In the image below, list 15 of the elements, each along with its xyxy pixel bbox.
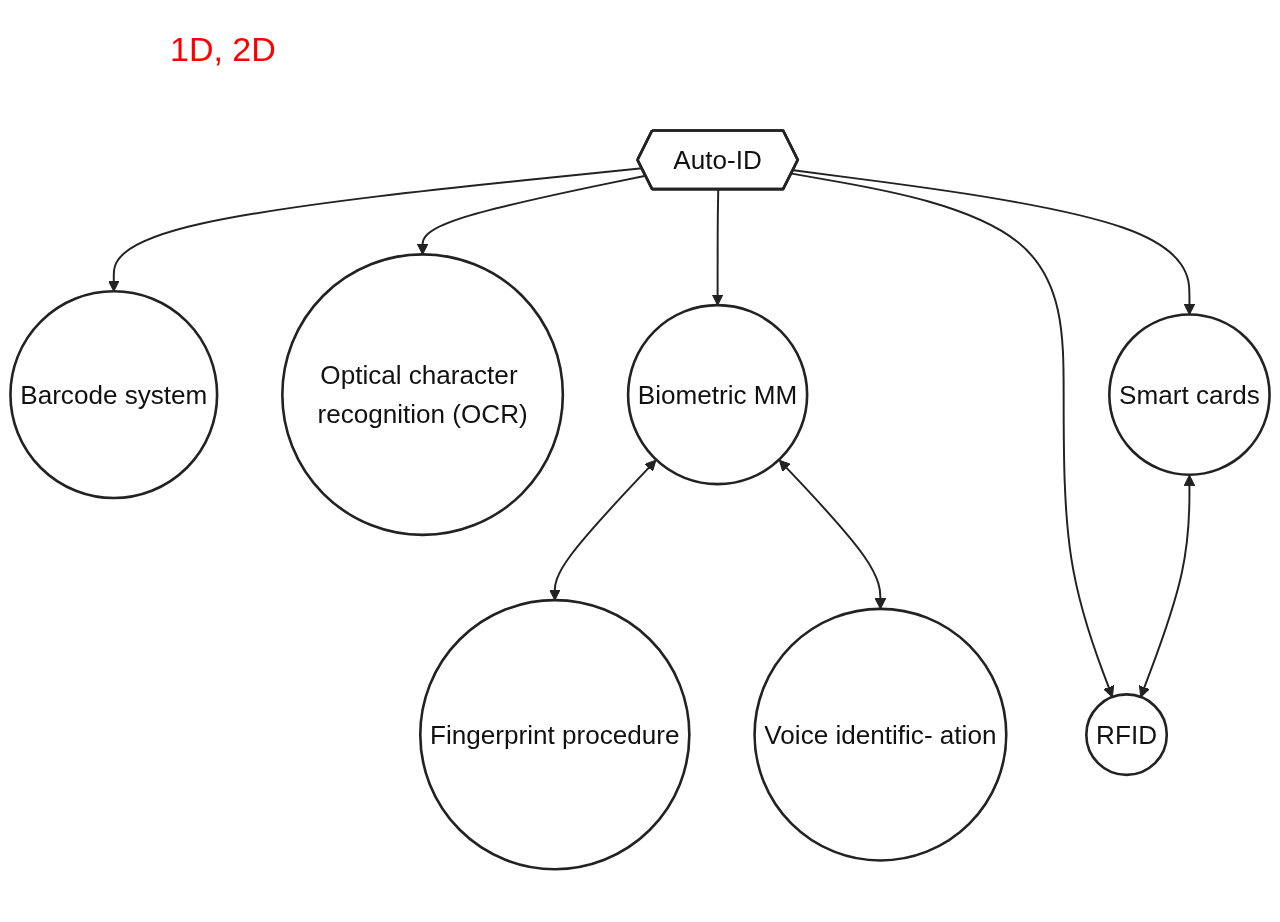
arrow: [778, 459, 887, 610]
node-circle: Smart cards: [1108, 313, 1271, 477]
node-circle: Optical character recognition (OCR): [281, 253, 565, 537]
node-circle: Voice identific- ation: [753, 607, 1008, 862]
node-circle: Fingerprint procedure: [418, 599, 691, 871]
annotation-text: 1D, 2D: [170, 30, 276, 69]
arrow: [108, 167, 643, 292]
arrow: [549, 459, 657, 601]
node-circle: RFID: [1085, 693, 1169, 777]
node-circle: Biometric MM: [626, 304, 809, 486]
arrow: [1139, 474, 1196, 698]
arrow: [792, 169, 1196, 316]
node-circle: Barcode system: [9, 290, 219, 500]
arrow: [711, 189, 724, 306]
arrow: [790, 172, 1115, 698]
